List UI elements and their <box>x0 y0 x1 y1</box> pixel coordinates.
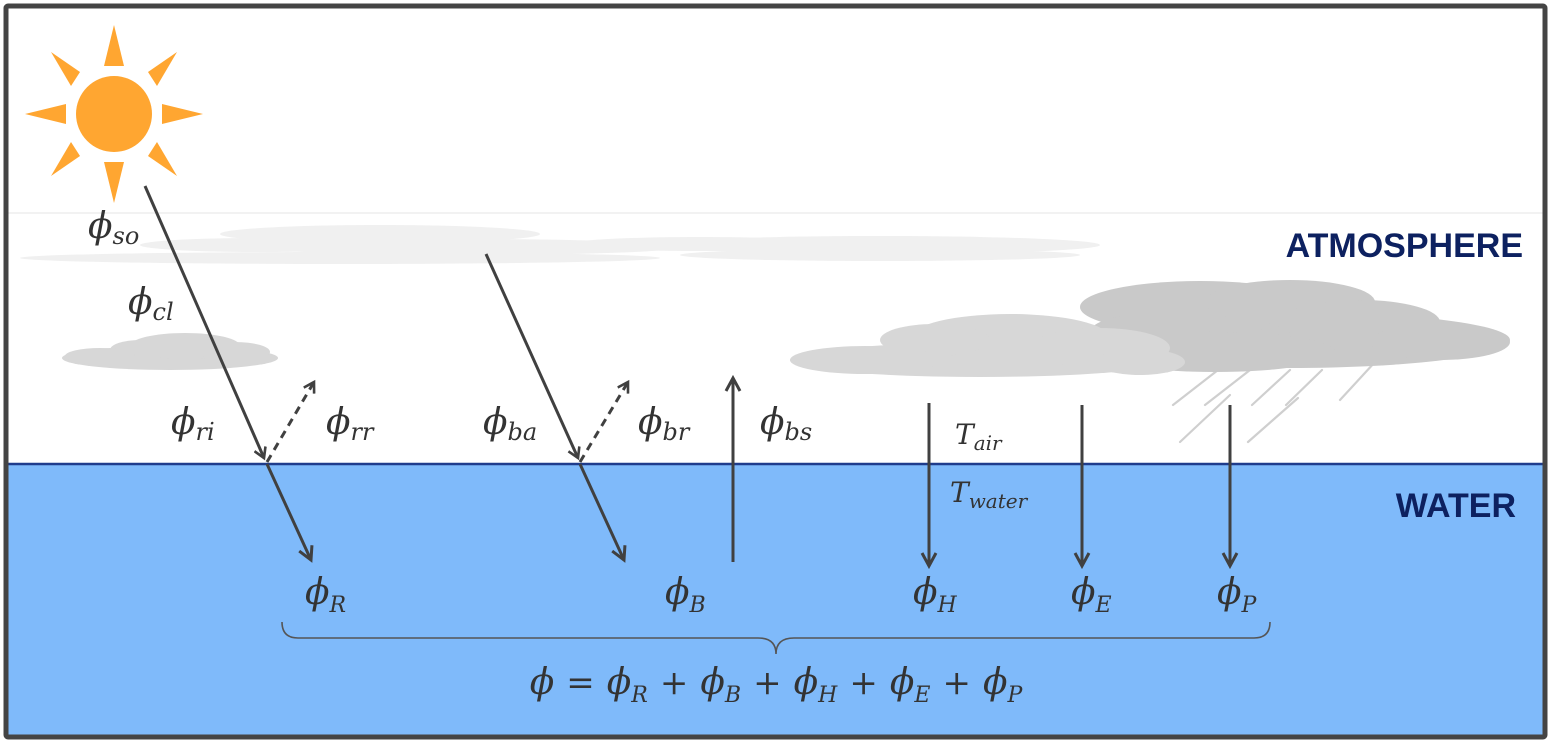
shortwave-net-arrow <box>265 463 314 563</box>
sum-brace <box>281 621 1271 655</box>
phi-rr-label: ϕrr <box>326 402 375 446</box>
phi-H-label: ϕH <box>913 572 958 618</box>
total-flux-equation: ϕ=ϕR+ϕB+ϕH+ϕE+ϕP <box>530 662 1024 708</box>
phi-ba-label: ϕba <box>483 402 537 446</box>
phi-R-label: ϕR <box>305 572 346 618</box>
t-air-label: Tair <box>955 418 1003 455</box>
longwave-net-arrow <box>578 463 627 563</box>
diagram-frame <box>3 3 1548 740</box>
phi-P-label: ϕP <box>1217 572 1258 618</box>
cloud-icon <box>790 314 1185 377</box>
shortwave-incident-arrow <box>143 185 264 458</box>
phi-br-label: ϕbr <box>638 402 691 446</box>
phi-E-label: ϕE <box>1071 572 1112 618</box>
rain-icon <box>1171 360 1377 444</box>
longwave-atmospheric-arrow <box>484 253 578 458</box>
water-zone <box>8 464 1543 735</box>
longwave-reflected-arrow <box>578 382 628 463</box>
shortwave-reflected-arrow <box>265 382 314 463</box>
cloud-icon <box>1070 280 1510 372</box>
flux-arrows <box>143 185 1239 570</box>
phi-B-label: ϕB <box>665 572 706 618</box>
phi-bs-label: ϕbs <box>760 402 812 446</box>
water-label: WATER <box>1396 487 1516 525</box>
sun-icon <box>25 25 203 203</box>
phi-cl-label: ϕcl <box>128 282 174 326</box>
phi-ri-label: ϕri <box>171 402 215 446</box>
cloud-icon <box>20 225 1100 264</box>
atmosphere-label: ATMOSPHERE <box>1286 227 1523 265</box>
phi-so-label: ϕso <box>88 206 139 250</box>
t-water-label: Twater <box>950 476 1029 513</box>
